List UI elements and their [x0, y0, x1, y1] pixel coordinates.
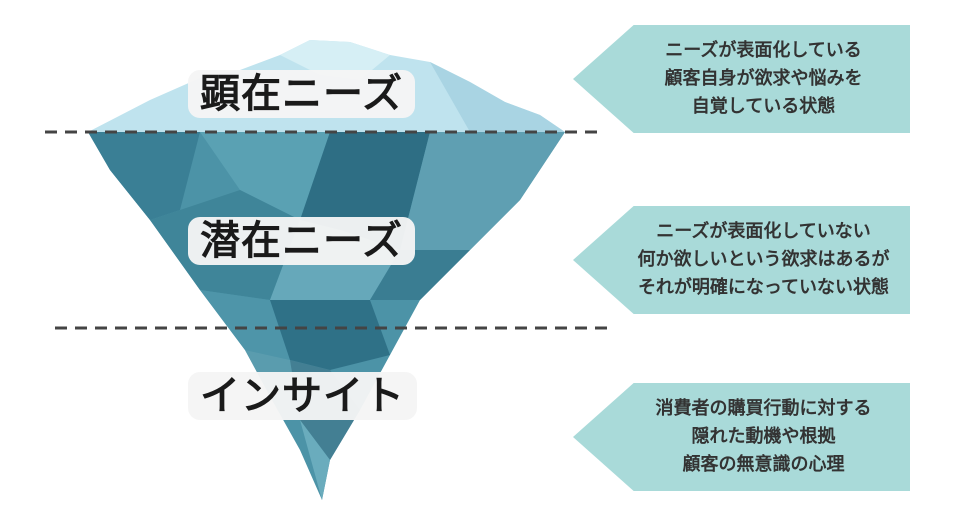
callout-line: 顧客自身が欲求や悩みを — [664, 68, 863, 89]
label-manifest-needs: 顕在ニーズ — [188, 70, 415, 118]
callout-insight: 消費者の購買行動に対する 隠れた動機や根拠 顧客の無意識の心理 — [573, 383, 910, 491]
iceberg-facet — [200, 132, 330, 220]
callout-arrow-shape — [573, 25, 910, 133]
callout-arrow-shape — [573, 206, 910, 314]
iceberg-facet — [270, 300, 390, 370]
callout-manifest-needs: ニーズが表面化している 顧客自身が欲求や悩みを 自覚している状態 — [573, 25, 910, 133]
callout-line: 何か欲しいという欲求はあるが — [637, 249, 890, 270]
callout-line: 隠れた動機や根拠 — [691, 426, 836, 447]
callout-line: 顧客の無意識の心理 — [682, 454, 845, 475]
callout-line: ニーズが表面化していない — [656, 221, 871, 242]
iceberg-facet — [300, 420, 330, 500]
callout-line: ニーズが表面化している — [665, 40, 862, 61]
iceberg-facet — [400, 132, 565, 250]
label-insight: インサイト — [188, 372, 417, 420]
callout-line: 消費者の購買行動に対する — [655, 398, 872, 419]
callout-line: それが明確になっていない状態 — [637, 277, 890, 298]
callout-latent-needs: ニーズが表面化していない 何か欲しいという欲求はあるが それが明確になっていない… — [573, 206, 910, 314]
iceberg-tip-shade — [430, 62, 565, 132]
iceberg-facet — [200, 290, 290, 360]
callout-line: 自覚している状態 — [691, 96, 836, 117]
callout-arrow-shape — [573, 383, 910, 491]
iceberg-facet — [88, 132, 200, 220]
label-latent-needs: 潜在ニーズ — [188, 217, 415, 265]
